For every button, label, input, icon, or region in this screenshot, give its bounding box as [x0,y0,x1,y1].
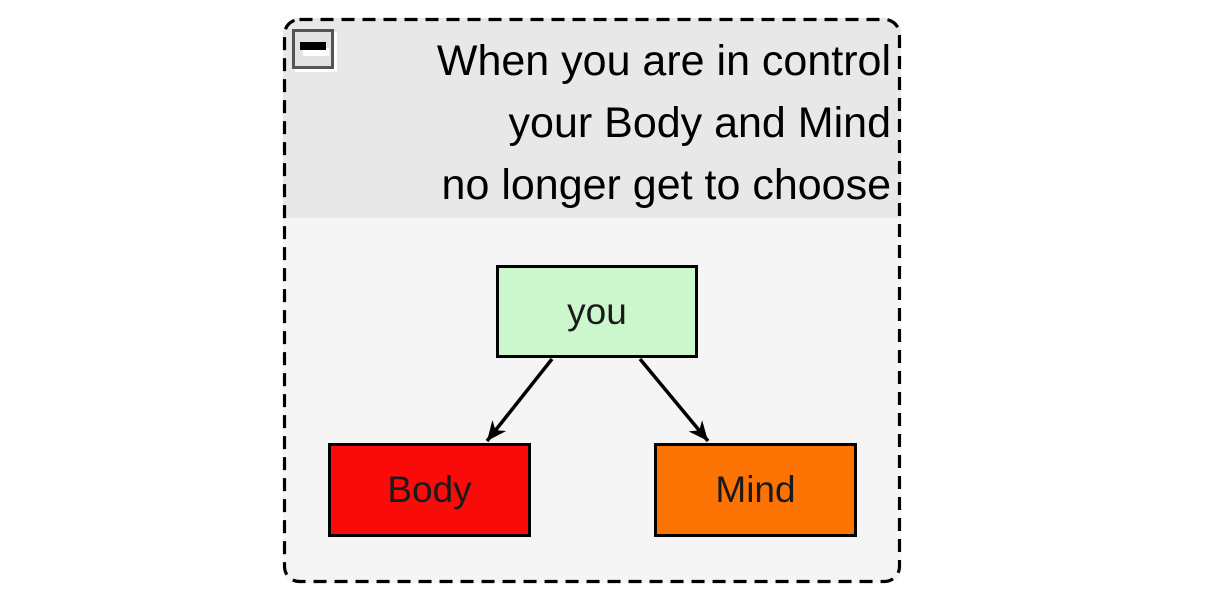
group-title-line: no longer get to choose [441,161,891,209]
node-label: you [567,290,627,332]
group-title: When you are in control your Body and Mi… [283,18,901,218]
node-body[interactable]: Body [328,443,531,537]
node-label: Body [387,469,472,510]
node-mind[interactable]: Mind [654,443,857,537]
node-label: Mind [715,469,796,510]
minus-icon [300,42,326,50]
group-title-line: When you are in control [436,37,891,85]
group-title-line: your Body and Mind [508,99,891,147]
node-you[interactable]: you [496,265,698,358]
collapse-button[interactable] [292,29,334,69]
